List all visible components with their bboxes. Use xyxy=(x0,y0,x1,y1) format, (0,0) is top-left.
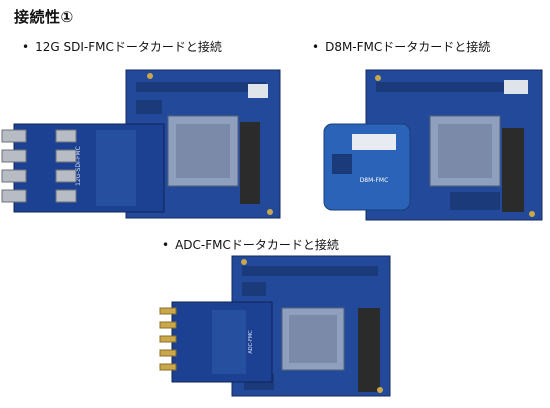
board-photo-sdi: 12G-SDI-FMC xyxy=(1,69,281,219)
page-title: 接続性① xyxy=(14,8,74,26)
board-photo-d8m: D8M-FMC xyxy=(323,69,543,221)
caption-bullet: • xyxy=(312,40,320,54)
fmc-connector xyxy=(358,308,380,392)
fmc-connector xyxy=(502,128,524,212)
caption-d8m: • D8M-FMCドータカードと接続 xyxy=(312,38,490,55)
caption-label: ADC-FMCドータカードと接続 xyxy=(175,238,339,252)
caption-label: D8M-FMCドータカードと接続 xyxy=(325,40,491,54)
caption-sdi: • 12G SDI-FMCドータカードと接続 xyxy=(22,38,222,55)
caption-adc: • ADC-FMCドータカードと接続 xyxy=(162,236,339,253)
fmc-connector xyxy=(240,122,260,204)
caption-label: 12G SDI-FMCドータカードと接続 xyxy=(35,40,222,54)
caption-bullet: • xyxy=(162,238,170,252)
caption-bullet: • xyxy=(22,40,30,54)
daughter-label: D8M-FMC xyxy=(360,177,389,184)
daughter-label: 12G-SDI-FMC xyxy=(75,146,82,186)
daughter-label: ADC-FMC xyxy=(248,330,254,354)
sdi-daughter-card xyxy=(13,123,165,213)
board-photo-adc: ADC-FMC xyxy=(159,255,391,397)
